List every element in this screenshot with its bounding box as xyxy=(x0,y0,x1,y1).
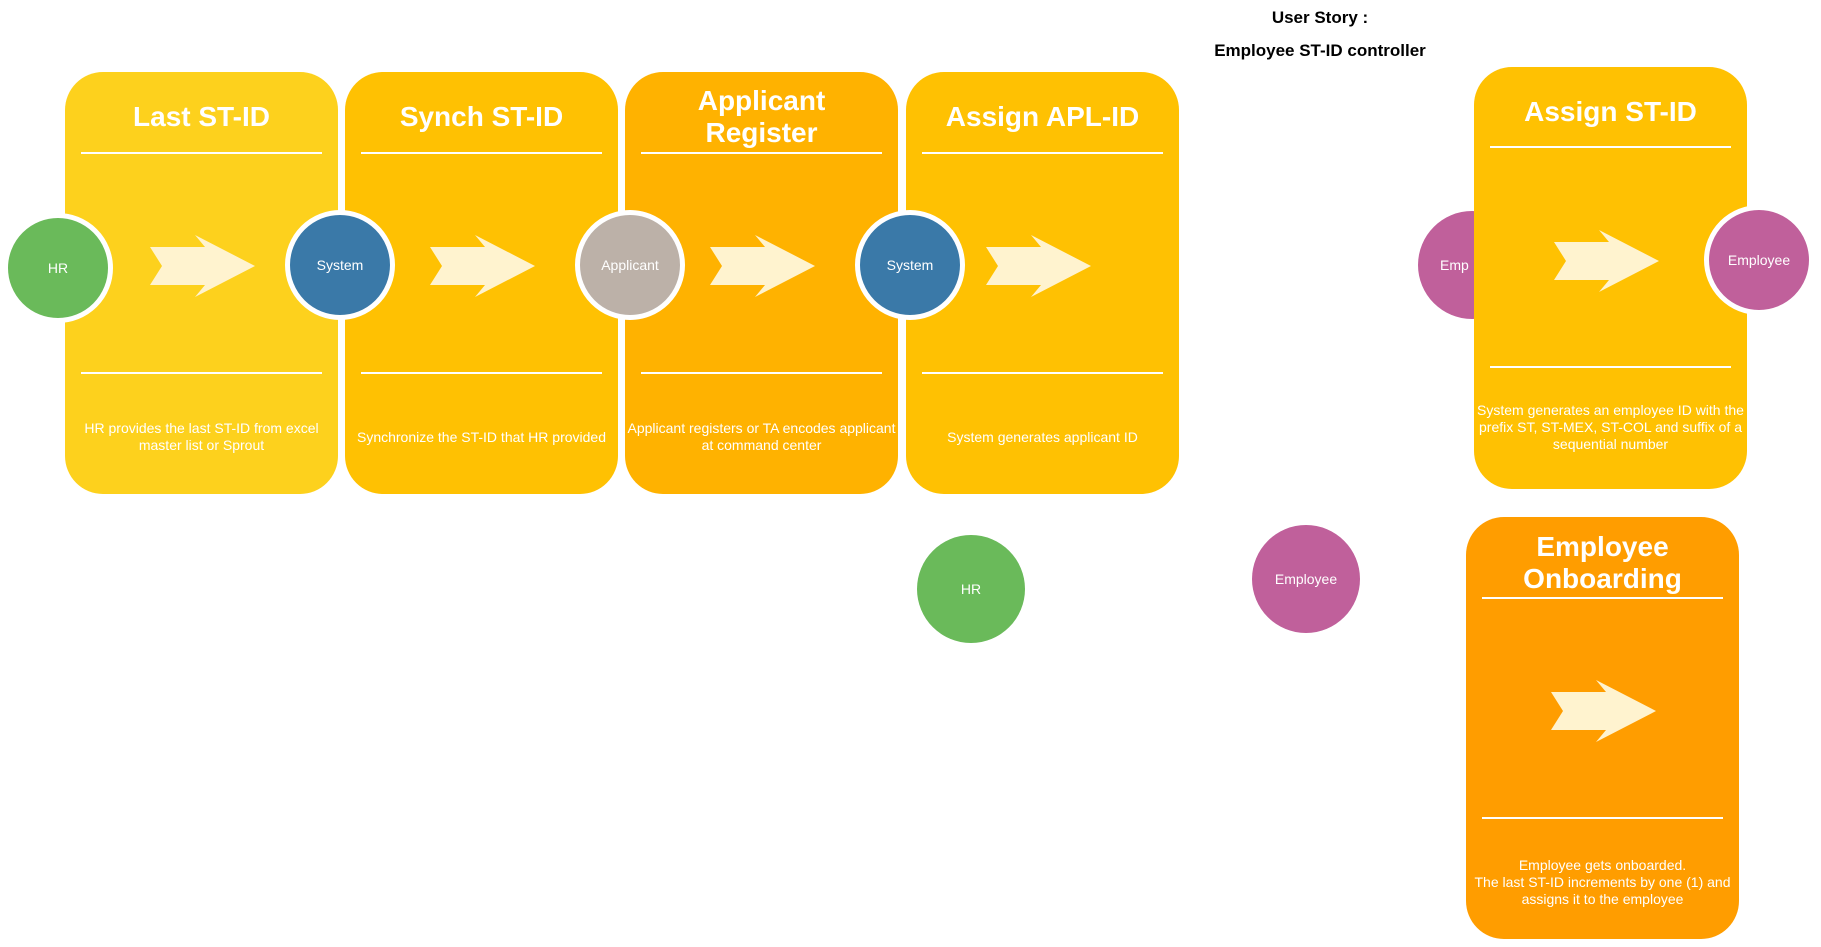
actor-label: Applicant xyxy=(601,257,659,273)
divider xyxy=(1490,146,1731,148)
step-title: Employee Onboarding xyxy=(1523,531,1682,594)
actor-hr: HR xyxy=(3,213,113,323)
divider xyxy=(641,152,882,154)
actor-employee-standalone: Employee xyxy=(1252,525,1360,633)
actor-label: Employee xyxy=(1727,252,1791,268)
actor-system: System xyxy=(285,210,395,320)
step-description: Applicant registers or TA encodes applic… xyxy=(627,420,896,453)
actor-label: System xyxy=(886,257,934,273)
actor-label: Emp xyxy=(1440,257,1469,273)
flow-arrow-icon xyxy=(1551,680,1656,742)
actor-label: System xyxy=(316,257,364,273)
user-story-label: User Story : xyxy=(1271,8,1369,27)
divider xyxy=(1482,817,1723,819)
user-story-title: Employee ST-ID controller xyxy=(1214,41,1426,60)
divider xyxy=(361,372,602,374)
flow-arrow-icon xyxy=(1554,230,1659,292)
step-title: Last ST-ID xyxy=(133,101,270,132)
actor-label: HR xyxy=(960,581,982,597)
flow-arrow-icon xyxy=(430,235,535,297)
step-title: Synch ST-ID xyxy=(399,101,564,132)
divider xyxy=(81,152,322,154)
step-description: Synchronize the ST-ID that HR provided xyxy=(356,428,606,445)
step-title: Assign APL-ID xyxy=(945,101,1140,132)
actor-hr-standalone: HR xyxy=(917,535,1025,643)
divider xyxy=(1482,597,1723,599)
flow-arrow-icon xyxy=(986,235,1091,297)
step-title: Assign ST-ID xyxy=(1524,96,1697,127)
flow-arrow-icon xyxy=(150,235,255,297)
flow-arrow-icon xyxy=(710,235,815,297)
divider xyxy=(81,372,322,374)
divider xyxy=(922,372,1163,374)
divider xyxy=(641,372,882,374)
step-description: HR provides the last ST-ID from excel ma… xyxy=(84,420,319,453)
divider xyxy=(1490,366,1731,368)
step-title: Applicant Register xyxy=(697,85,826,148)
step-card-assign-st-id: Assign ST-ID System generates an employe… xyxy=(1474,67,1747,489)
step-description: System generates an employee ID with the… xyxy=(1477,401,1744,452)
divider xyxy=(361,152,602,154)
step-description: System generates applicant ID xyxy=(947,428,1138,445)
divider xyxy=(922,152,1163,154)
step-description: Employee gets onboarded. The last ST-ID … xyxy=(1474,856,1731,907)
actor-employee: Employee xyxy=(1704,205,1814,315)
step-card-employee-onboarding: Employee Onboarding Employee gets onboar… xyxy=(1466,517,1739,939)
step-card-applicant-register: Applicant Register Applicant registers o… xyxy=(625,72,898,494)
actor-applicant: Applicant xyxy=(575,210,685,320)
actor-system: System xyxy=(855,210,965,320)
actor-label: Employee xyxy=(1274,571,1338,587)
actor-label: HR xyxy=(47,260,69,276)
